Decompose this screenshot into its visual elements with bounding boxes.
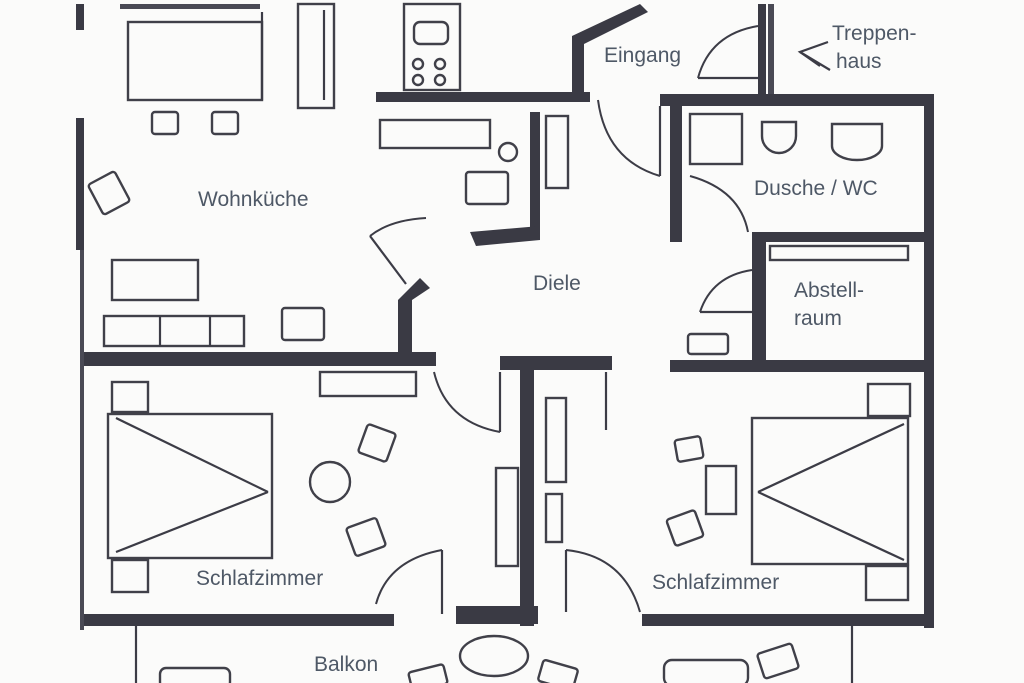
door-bedroom-left [433,371,501,433]
stove-sink [412,20,450,46]
wall-left-lower [80,250,84,630]
wc [760,120,798,155]
wall-left-window [76,118,84,250]
washbasin [830,122,884,162]
balcony-chair-1 [407,663,449,683]
label-wohnkueche: Wohnküche [198,188,309,211]
bed-left-fold2 [115,490,269,554]
label-abstellraum-1: Abstell- [794,279,864,302]
wall-kitchen-partition [530,112,540,240]
bed-left-fold1 [115,417,269,493]
balcony-table [458,634,530,678]
shower-tray [688,112,744,166]
chair-left-2 [345,517,387,557]
door-balcony-left [375,549,443,605]
kitchen-armchair [464,170,510,206]
kitchen-cabinet [296,2,336,110]
door-entrance [597,99,661,177]
door-kitchen [369,217,427,237]
wall-top-kitchen [120,4,260,9]
balcony-lounger-right [662,658,750,683]
storage-shelf [768,244,910,262]
wardrobe-right-1 [544,396,568,484]
wall-bedroom-divider [520,370,534,626]
chair-left-1 [357,423,397,463]
wall-stair-inner [768,4,774,94]
wall-bath-left [670,106,682,242]
dresser-left [318,370,418,398]
round-table-left [308,460,352,504]
wall-left-top [76,4,84,30]
side-table [280,306,326,342]
balcony-chair-3 [756,642,800,680]
chair-right-2 [665,509,705,547]
stair-arrow-icon [797,40,831,71]
corner-chair [87,170,131,216]
wall-stair [758,4,766,94]
sofa [110,258,200,302]
wall-bottom-right [642,614,934,626]
room-labels: Wohnküche Diele Eingang Treppen- haus Du… [196,22,916,676]
nightstand-left-2 [110,558,150,594]
furniture [87,2,912,683]
bed-left [106,412,274,560]
stove-burner-2 [433,57,447,71]
chair-1 [150,110,180,136]
wall-bedroom-right-top [670,360,934,372]
wall-bottom-mid [456,606,538,624]
bed-right-fold1 [757,423,905,493]
label-eingang: Eingang [604,44,681,67]
label-diele: Diele [533,272,581,295]
wall-entrance-diag [572,4,648,92]
label-treppenhaus-1: Treppen- [832,22,916,45]
label-schlafzimmer-left: Schlafzimmer [196,567,323,590]
diele-stool [686,332,730,356]
door-bath [689,175,749,233]
label-schlafzimmer-right: Schlafzimmer [652,571,779,594]
balcony-chair-2 [537,658,579,683]
wall-bedroom-left-top [84,352,436,366]
desk-right [704,464,738,516]
label-balkon: Balkon [314,653,378,676]
chair-2 [210,110,240,136]
label-treppenhaus-2: haus [836,50,882,73]
bed-right-fold2 [757,491,905,561]
stove-burner-4 [433,73,447,87]
stove [402,2,462,92]
stove-burner-3 [411,73,425,87]
nightstand-right-1 [866,382,912,418]
kitchen-counter [378,118,492,150]
diele-wardrobe [544,114,570,190]
wall-storage-left [752,242,766,366]
nightstand-left-1 [110,380,150,414]
label-abstellraum-2: raum [794,307,842,330]
wall-bath-storage [752,232,932,242]
wall-kitchen-partition-foot [470,226,540,246]
door-stair [697,25,759,79]
label-dusche-wc: Dusche / WC [754,177,878,200]
door-balcony-right [565,549,641,613]
stove-burner-1 [411,57,425,71]
doors [369,25,759,614]
kitchen-bin [497,141,519,163]
wall-kitchen-diele-lower [398,278,430,358]
wall-kitchen-diele-top [376,92,590,102]
kitchen-table [126,20,264,102]
wardrobe-left [494,466,520,568]
wardrobe-right-2 [544,492,564,544]
bed-right [750,416,910,566]
wall-corridor-top [500,356,612,370]
wall-bath-top [660,94,934,106]
door-kitchen-leaf [369,235,407,285]
balcony-lounger-left [158,666,232,683]
walls [76,4,934,683]
sideboard [102,314,246,348]
chair-right-1 [673,435,705,463]
door-storage [699,269,753,313]
nightstand-right-2 [864,564,910,602]
wall-bottom-left [84,614,394,626]
